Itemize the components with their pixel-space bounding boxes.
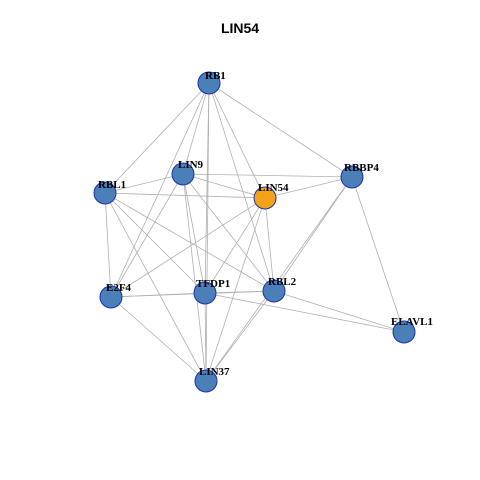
edge-lin54-e2f4	[110, 197, 266, 298]
node-rb1: RB1	[197, 70, 226, 95]
edge-rb1-rbbp4	[208, 82, 353, 178]
node-rbl1: RBL1	[93, 179, 126, 205]
edge-lin9-rbl1	[104, 173, 184, 194]
node-rbbp4: RBBP4	[340, 162, 379, 189]
node-label-rb1: RB1	[205, 70, 226, 82]
edge-rbl2-elavl1	[273, 290, 405, 333]
node-label-lin54: LIN54	[258, 182, 289, 194]
edge-rbbp4-rbl2	[273, 176, 353, 292]
node-lin37: LIN37	[194, 366, 230, 393]
node-circle-lin9	[171, 162, 195, 186]
edge-tfdp1-elavl1	[204, 292, 405, 333]
edge-lin54-rbbp4	[264, 176, 353, 199]
node-circle-rbl2	[262, 279, 286, 303]
node-elavl1: ELAVL1	[391, 316, 433, 344]
edge-rb1-rbl1	[104, 82, 210, 194]
node-label-rbl1: RBL1	[98, 179, 126, 191]
node-label-rbbp4: RBBP4	[344, 162, 379, 174]
node-circle-rbl1	[93, 181, 117, 205]
node-lin54: LIN54	[253, 182, 289, 210]
edge-tfdp1-lin37	[204, 292, 207, 382]
edge-rbl2-lin37	[205, 290, 275, 382]
node-circle-rbbp4	[340, 165, 364, 189]
node-label-lin9: LIN9	[178, 159, 204, 171]
edge-e2f4-lin37	[110, 296, 207, 382]
node-circle-elavl1	[392, 320, 416, 344]
node-circle-e2f4	[99, 285, 123, 309]
node-circle-tfdp1	[193, 281, 217, 305]
edge-rbl1-tfdp1	[104, 192, 206, 294]
edge-lin54-rbl2	[264, 197, 275, 292]
node-label-e2f4: E2F4	[106, 282, 132, 294]
edge-rb1-rbl2	[208, 82, 275, 292]
node-label-rbl2: RBL2	[268, 276, 297, 288]
edge-rbl1-e2f4	[104, 192, 112, 298]
edge-rbl1-lin54	[104, 192, 266, 199]
node-label-tfdp1: TFDP1	[196, 278, 230, 290]
edge-rb1-lin9	[182, 82, 210, 175]
node-circle-rb1	[197, 71, 221, 95]
edge-rbl1-lin37	[104, 192, 207, 382]
edge-lin9-rbbp4	[182, 173, 353, 178]
page-title: LIN54	[220, 20, 260, 36]
edge-rb1-e2f4	[110, 82, 210, 298]
edge-lin9-rbl2	[182, 173, 275, 292]
edge-rbbp4-lin37	[205, 176, 353, 382]
edge-lin9-tfdp1	[182, 173, 206, 294]
node-e2f4: E2F4	[99, 282, 132, 309]
edge-tfdp1-rbl2	[204, 290, 275, 294]
node-circle-lin37	[194, 369, 218, 393]
node-tfdp1: TFDP1	[193, 278, 230, 305]
node-circle-lin54	[253, 186, 277, 210]
node-label-elavl1: ELAVL1	[391, 316, 433, 328]
edge-rbbp4-elavl1	[351, 176, 405, 333]
edge-rb1-lin37	[205, 82, 210, 382]
edge-rbl1-rbl2	[104, 192, 275, 292]
edge-lin54-lin37	[205, 197, 266, 382]
edge-lin9-lin37	[182, 173, 207, 382]
edge-rb1-lin54	[208, 82, 266, 199]
node-lin9: LIN9	[171, 159, 204, 186]
node-label-lin37: LIN37	[199, 366, 230, 378]
node-rbl2: RBL2	[262, 276, 297, 303]
edge-lin9-lin54	[182, 173, 266, 199]
edge-lin54-tfdp1	[204, 197, 266, 294]
edge-layer	[104, 82, 405, 382]
